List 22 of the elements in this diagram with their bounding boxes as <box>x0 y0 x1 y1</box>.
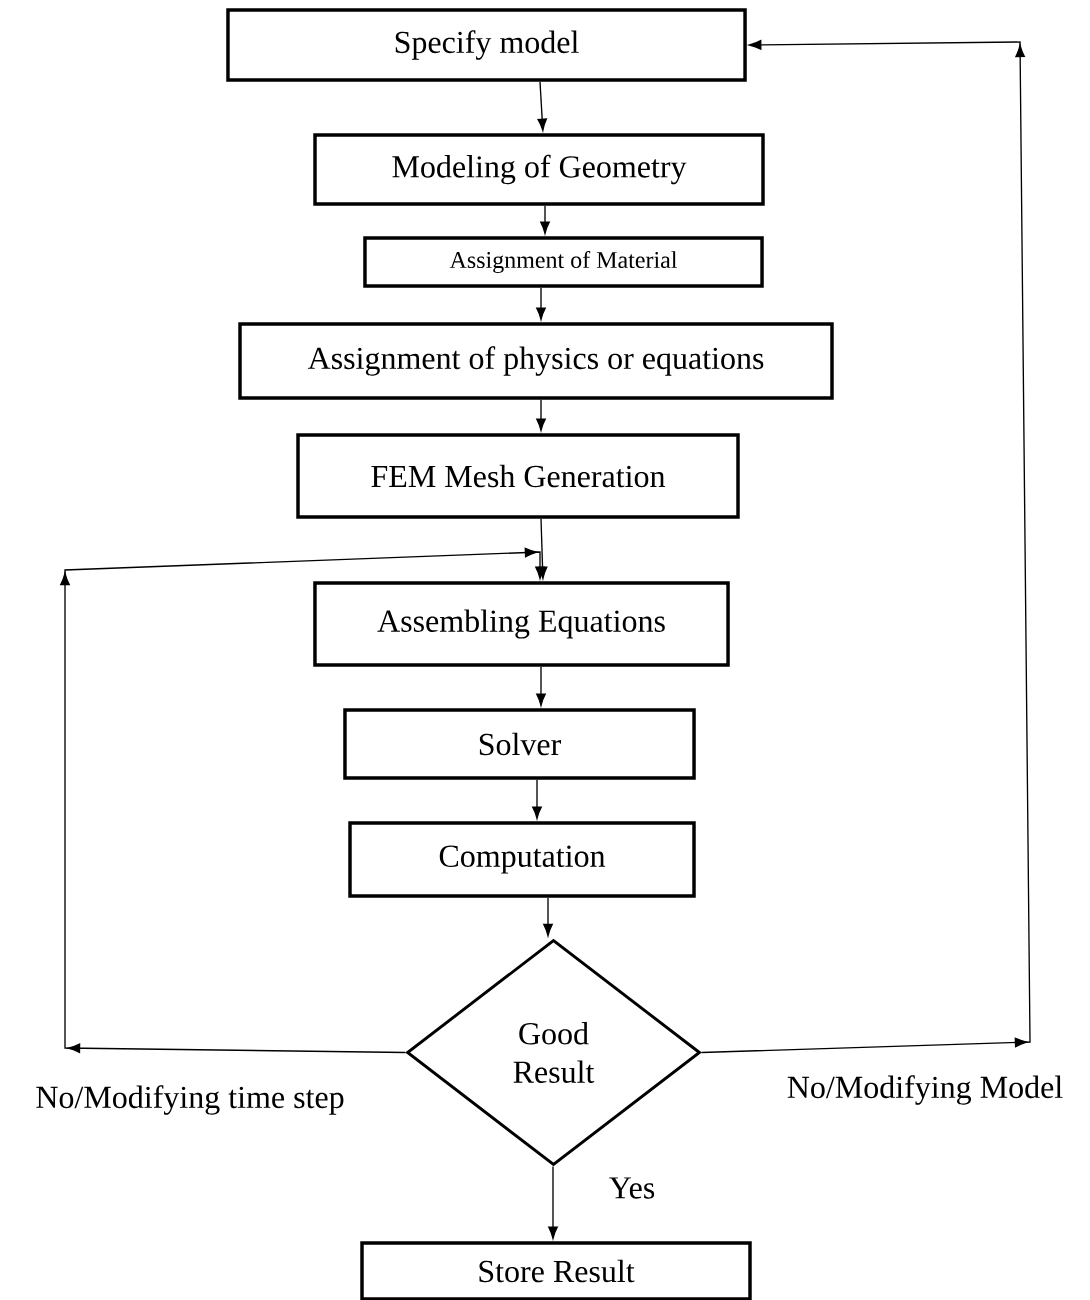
process-box: Modeling of Geometry <box>313 133 765 206</box>
arrow <box>60 547 545 1054</box>
arrow <box>536 666 546 707</box>
edge-label: Yes <box>607 1176 657 1200</box>
process-box: Solver <box>343 708 696 780</box>
edge-label: No/Modifying Model <box>785 1073 1065 1107</box>
arrow <box>700 40 1031 1054</box>
arrow <box>532 779 542 820</box>
process-box: Computation <box>348 821 696 898</box>
process-box: Assembling Equations <box>313 581 730 667</box>
process-box: Assignment of Material <box>363 236 764 288</box>
process-box: FEM Mesh Generation <box>296 433 740 519</box>
arrow <box>536 287 546 321</box>
process-box: Assignment of physics or equations <box>238 322 834 400</box>
arrow <box>537 81 548 132</box>
arrow <box>540 205 550 235</box>
arrow <box>536 399 546 432</box>
process-box: Store Result <box>360 1241 752 1300</box>
process-box: Specify model <box>226 8 747 82</box>
arrow <box>548 1165 558 1240</box>
arrow <box>543 897 553 937</box>
edge-label: No/Modifying time step <box>34 1083 346 1117</box>
